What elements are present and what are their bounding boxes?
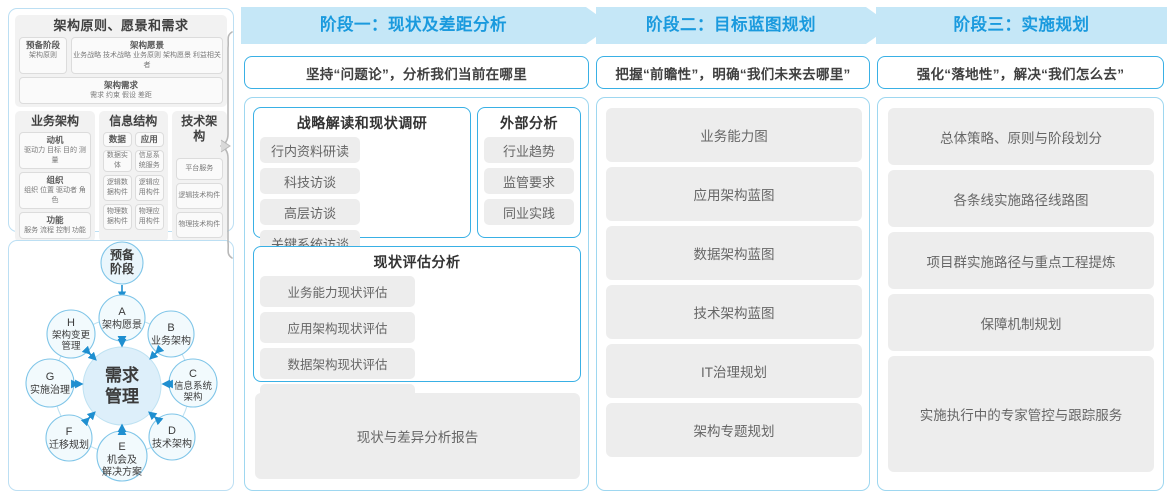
- svg-text:G: G: [46, 371, 55, 383]
- data-head-box: 数据: [103, 132, 132, 147]
- node-f: [45, 414, 93, 462]
- framework-title: 架构原则、愿景和需求: [53, 18, 189, 33]
- assessment-chip[interactable]: 业务能力现状评估: [260, 276, 415, 307]
- adm-center-line1: 需求: [105, 365, 139, 385]
- svg-text:实施治理: 实施治理: [30, 383, 70, 396]
- svg-text:预备: 预备: [110, 247, 135, 262]
- external-chip[interactable]: 监管要求: [484, 168, 574, 194]
- information-system-service-box: 信息系统服务: [134, 150, 164, 172]
- svg-text:管理: 管理: [61, 340, 81, 352]
- svg-text:架构愿景: 架构愿景: [102, 318, 142, 331]
- svg-text:信息系统: 信息系统: [174, 380, 213, 392]
- phase1-subtitle: 坚持“问题论”，分析我们当前在哪里: [244, 56, 589, 89]
- phase-columns: 阶段一：现状及差距分析 阶段二：目标蓝图规划 阶段三：实施规划 坚持“问题论”，…: [241, 0, 1167, 499]
- svg-text:技术架构: 技术架构: [152, 437, 192, 450]
- svg-text:业务架构: 业务架构: [151, 334, 191, 347]
- external-analysis-card: 外部分析 行业趋势 监管要求 同业实践: [477, 107, 581, 238]
- phase3-band: [876, 7, 1167, 44]
- svg-text:架构: 架构: [183, 391, 202, 403]
- svg-text:解决方案: 解决方案: [102, 465, 142, 478]
- external-chip[interactable]: 行业趋势: [484, 137, 574, 163]
- platform-service-box: 平台服务: [175, 158, 223, 180]
- svg-text:A: A: [118, 306, 126, 318]
- adm-cycle-card: 需求 管理 预备 阶段 A 架构愿景 B 业务架构 C 信息系统 架构: [8, 240, 234, 491]
- research-chip[interactable]: 行内资料研读: [260, 137, 360, 163]
- research-chip[interactable]: 高层访谈: [260, 199, 360, 225]
- adm-cycle-diagram: 需求 管理 预备 阶段 A 架构愿景 B 业务架构 C 信息系统 架构: [25, 241, 218, 482]
- svg-text:架构变更: 架构变更: [52, 329, 91, 341]
- phase3-body: 总体策略、原则与阶段划分 各条线实施路径线路图 项目群实施路径与重点工程提炼 保…: [877, 97, 1164, 491]
- architecture-domains-row: 业务架构 动机 驱动力 目标 目的 测量 组织 组织 位置 驱动者 角色 功能: [15, 111, 227, 242]
- research-chip[interactable]: 科技访谈: [260, 168, 360, 194]
- phase3-chip[interactable]: 实施执行中的专家管控与跟踪服务: [888, 356, 1154, 472]
- physical-technology-component-box: 物理技术构件: [175, 212, 223, 238]
- external-chip[interactable]: 同业实践: [484, 199, 574, 225]
- phase3-subtitle: 强化“落地性”，解决“我们怎么去”: [877, 56, 1164, 89]
- prep-stage-box: 预备阶段 架构原则: [19, 37, 67, 74]
- connector-brace: [220, 31, 233, 259]
- phase2-chip[interactable]: 数据架构蓝图: [606, 226, 862, 280]
- svg-text:C: C: [189, 368, 197, 380]
- phase1-header: 阶段一：现状及差距分析: [320, 16, 507, 34]
- phase2-subtitle: 把握“前瞻性”，明确“我们未来去哪里”: [596, 56, 870, 89]
- function-box: 功能 服务 流程 控制 功能: [19, 212, 91, 239]
- application-sub-stack: 应用 信息系统服务 逻辑应用构件 物理应用构件: [134, 132, 164, 230]
- assessment-chip[interactable]: 应用架构现状评估: [260, 312, 415, 343]
- node-g: [25, 358, 75, 408]
- svg-text:迁移规划: 迁移规划: [49, 438, 89, 451]
- phase2-band: [596, 7, 892, 44]
- phase2-chip[interactable]: 技术架构蓝图: [606, 285, 862, 339]
- architecture-vision-box: 架构愿景 业务战略 技术战略 业务原则 架构愿景 利益相关者: [71, 37, 223, 74]
- organization-box: 组织 组织 位置 驱动者 角色: [19, 172, 91, 209]
- phase2-header: 阶段二：目标蓝图规划: [646, 16, 816, 34]
- assessment-chip[interactable]: 数据架构现状评估: [260, 348, 415, 379]
- information-structure-column: 信息结构 数据 数据实体 逻辑数据构件: [99, 111, 168, 242]
- logical-application-component-box: 逻辑应用构件: [134, 175, 164, 201]
- architecture-principles-group: 架构原则、愿景和需求 预备阶段 架构原则 架构愿景 业务战略 技术战略 业务原则…: [15, 15, 227, 107]
- svg-text:机会及: 机会及: [107, 453, 137, 466]
- phase-header-bands: [241, 7, 1167, 44]
- phase3-chip[interactable]: 总体策略、原则与阶段划分: [888, 108, 1154, 165]
- left-reference-panel: 架构原则、愿景和需求 预备阶段 架构原则 架构愿景 业务战略 技术战略 业务原则…: [8, 8, 236, 491]
- current-assessment-card: 现状评估分析 业务能力现状评估 应用架构现状评估 数据架构现状评估 技术架构现状…: [253, 246, 581, 451]
- logical-data-component-box: 逻辑数据构件: [103, 175, 132, 201]
- svg-text:H: H: [67, 317, 75, 329]
- phase2-chip[interactable]: 应用架构蓝图: [606, 167, 862, 221]
- phase3-chip[interactable]: 项目群实施路径与重点工程提炼: [888, 232, 1154, 289]
- svg-text:阶段: 阶段: [110, 261, 135, 276]
- adm-center-line2: 管理: [105, 386, 139, 406]
- phase3-chip[interactable]: 保障机制规划: [888, 294, 1154, 351]
- phase3-chip[interactable]: 各条线实施路径线路图: [888, 170, 1154, 227]
- node-a: [98, 294, 146, 342]
- node-prep-stage: [100, 241, 144, 285]
- business-architecture-column: 业务架构 动机 驱动力 目标 目的 测量 组织 组织 位置 驱动者 角色 功能: [15, 111, 95, 242]
- strategy-research-card: 战略解读和现状调研 行内资料研读 科技访谈 高层访谈 关键系统访谈 业务访谈 系…: [253, 107, 471, 318]
- application-head-box: 应用: [134, 132, 164, 147]
- phase1-body: 战略解读和现状调研 行内资料研读 科技访谈 高层访谈 关键系统访谈 业务访谈 系…: [244, 97, 589, 491]
- phase2-chip[interactable]: IT治理规划: [606, 344, 862, 398]
- physical-data-component-box: 物理数据构件: [103, 204, 132, 230]
- togaf-framework-card: 架构原则、愿景和需求 预备阶段 架构原则 架构愿景 业务战略 技术战略 业务原则…: [8, 8, 234, 290]
- logical-technology-component-box: 逻辑技术构件: [175, 183, 223, 209]
- phase2-body: 业务能力图 应用架构蓝图 数据架构蓝图 技术架构蓝图 IT治理规划 架构专题规划: [596, 97, 870, 491]
- svg-text:D: D: [168, 425, 176, 437]
- phase2-chip[interactable]: 业务能力图: [606, 108, 862, 162]
- svg-text:E: E: [118, 441, 125, 453]
- physical-application-component-box: 物理应用构件: [134, 204, 164, 230]
- svg-text:F: F: [66, 426, 73, 438]
- technology-architecture-column: 技术架构 平台服务 逻辑技术构件 物理技术构件: [171, 111, 227, 242]
- architecture-requirements-box: 架构需求 需求 约束 假设 差距: [19, 77, 223, 104]
- node-d: [148, 413, 196, 461]
- node-b: [147, 310, 195, 358]
- gap-analysis-report-chip[interactable]: 现状与差异分析报告: [255, 393, 580, 479]
- phase3-header: 阶段三：实施规划: [953, 16, 1090, 34]
- svg-text:B: B: [167, 322, 174, 334]
- motivation-box: 动机 驱动力 目标 目的 测量: [19, 132, 91, 169]
- data-sub-stack: 数据 数据实体 逻辑数据构件 物理数据构件: [103, 132, 132, 230]
- data-entity-box: 数据实体: [103, 150, 132, 172]
- phase1-band: [241, 7, 612, 44]
- phase2-chip[interactable]: 架构专题规划: [606, 403, 862, 457]
